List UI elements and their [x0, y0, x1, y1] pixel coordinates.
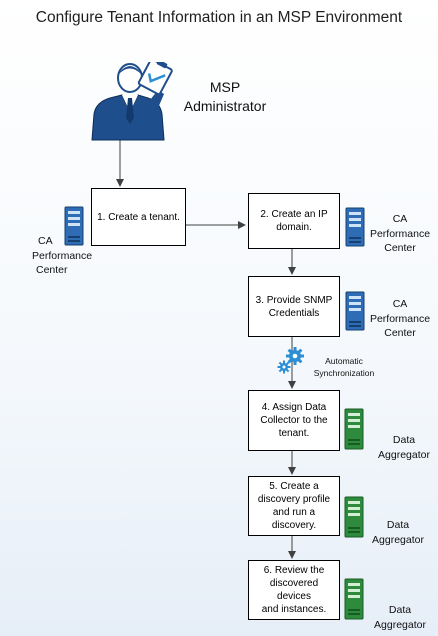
step-4-text-line3: tenant.: [278, 428, 310, 439]
step-3-box: 3. Provide SNMP Credentials: [248, 276, 340, 337]
data-aggregator-server-icon: [344, 496, 364, 538]
gears-icon: [277, 347, 304, 374]
step-2-text-line2: domain.: [276, 222, 312, 233]
ca-server-icon: [345, 207, 365, 247]
step-4-text-line1: 4. Assign Data: [261, 402, 327, 413]
step-2-box: 2. Create an IP domain.: [248, 193, 340, 249]
step-3-text-line2: Credentials: [268, 307, 320, 319]
administrator-with-clipboard-icon: [91, 62, 173, 141]
step-6-text-line3: and instances.: [261, 604, 327, 615]
ca-server-icon: [345, 291, 365, 331]
ca-server-label-2: CA Performance Center: [369, 213, 431, 255]
data-aggregator-label-2: Data Aggregator: [372, 519, 424, 546]
step-4-box: 4. Assign Data Collector to the tenant.: [248, 390, 340, 451]
ca-server-label-1: CA Performance Center: [32, 235, 93, 277]
step-5-text-line3: and run a discovery.: [271, 507, 317, 531]
step-6-text-line1: 6. Review the: [263, 565, 325, 576]
automatic-synchronization-label: Automatic Synchronization: [313, 356, 375, 379]
ca-server-label-3: CA Performance Center: [369, 298, 431, 340]
msp-administrator-label: MSP Administrator: [183, 79, 267, 114]
data-aggregator-label-1: Data Aggregator: [378, 434, 430, 461]
step-1-text: 1. Create a tenant.: [97, 211, 180, 223]
step-5-text-line2: discovery profile: [257, 494, 331, 505]
step-4-text-line2: Collector to the: [260, 415, 328, 426]
step-1-box: 1. Create a tenant.: [91, 188, 186, 246]
step-5-text-line1: 5. Create a: [269, 481, 319, 492]
step-3-text-line1: 3. Provide SNMP: [255, 294, 333, 306]
diagram-title: Configure Tenant Information in an MSP E…: [35, 9, 403, 26]
step-6-box: 6. Review the discovered devices and ins…: [248, 560, 340, 620]
data-aggregator-server-icon: [344, 408, 364, 450]
step-2-text-line1: 2. Create an IP: [260, 209, 328, 220]
ca-server-icon: [64, 206, 84, 246]
data-aggregator-label-3: Data Aggregator: [374, 604, 426, 631]
data-aggregator-server-icon: [344, 578, 364, 620]
step-6-text-line2: discovered devices: [269, 578, 319, 602]
step-5-box: 5. Create a discovery profile and run a …: [248, 476, 340, 536]
